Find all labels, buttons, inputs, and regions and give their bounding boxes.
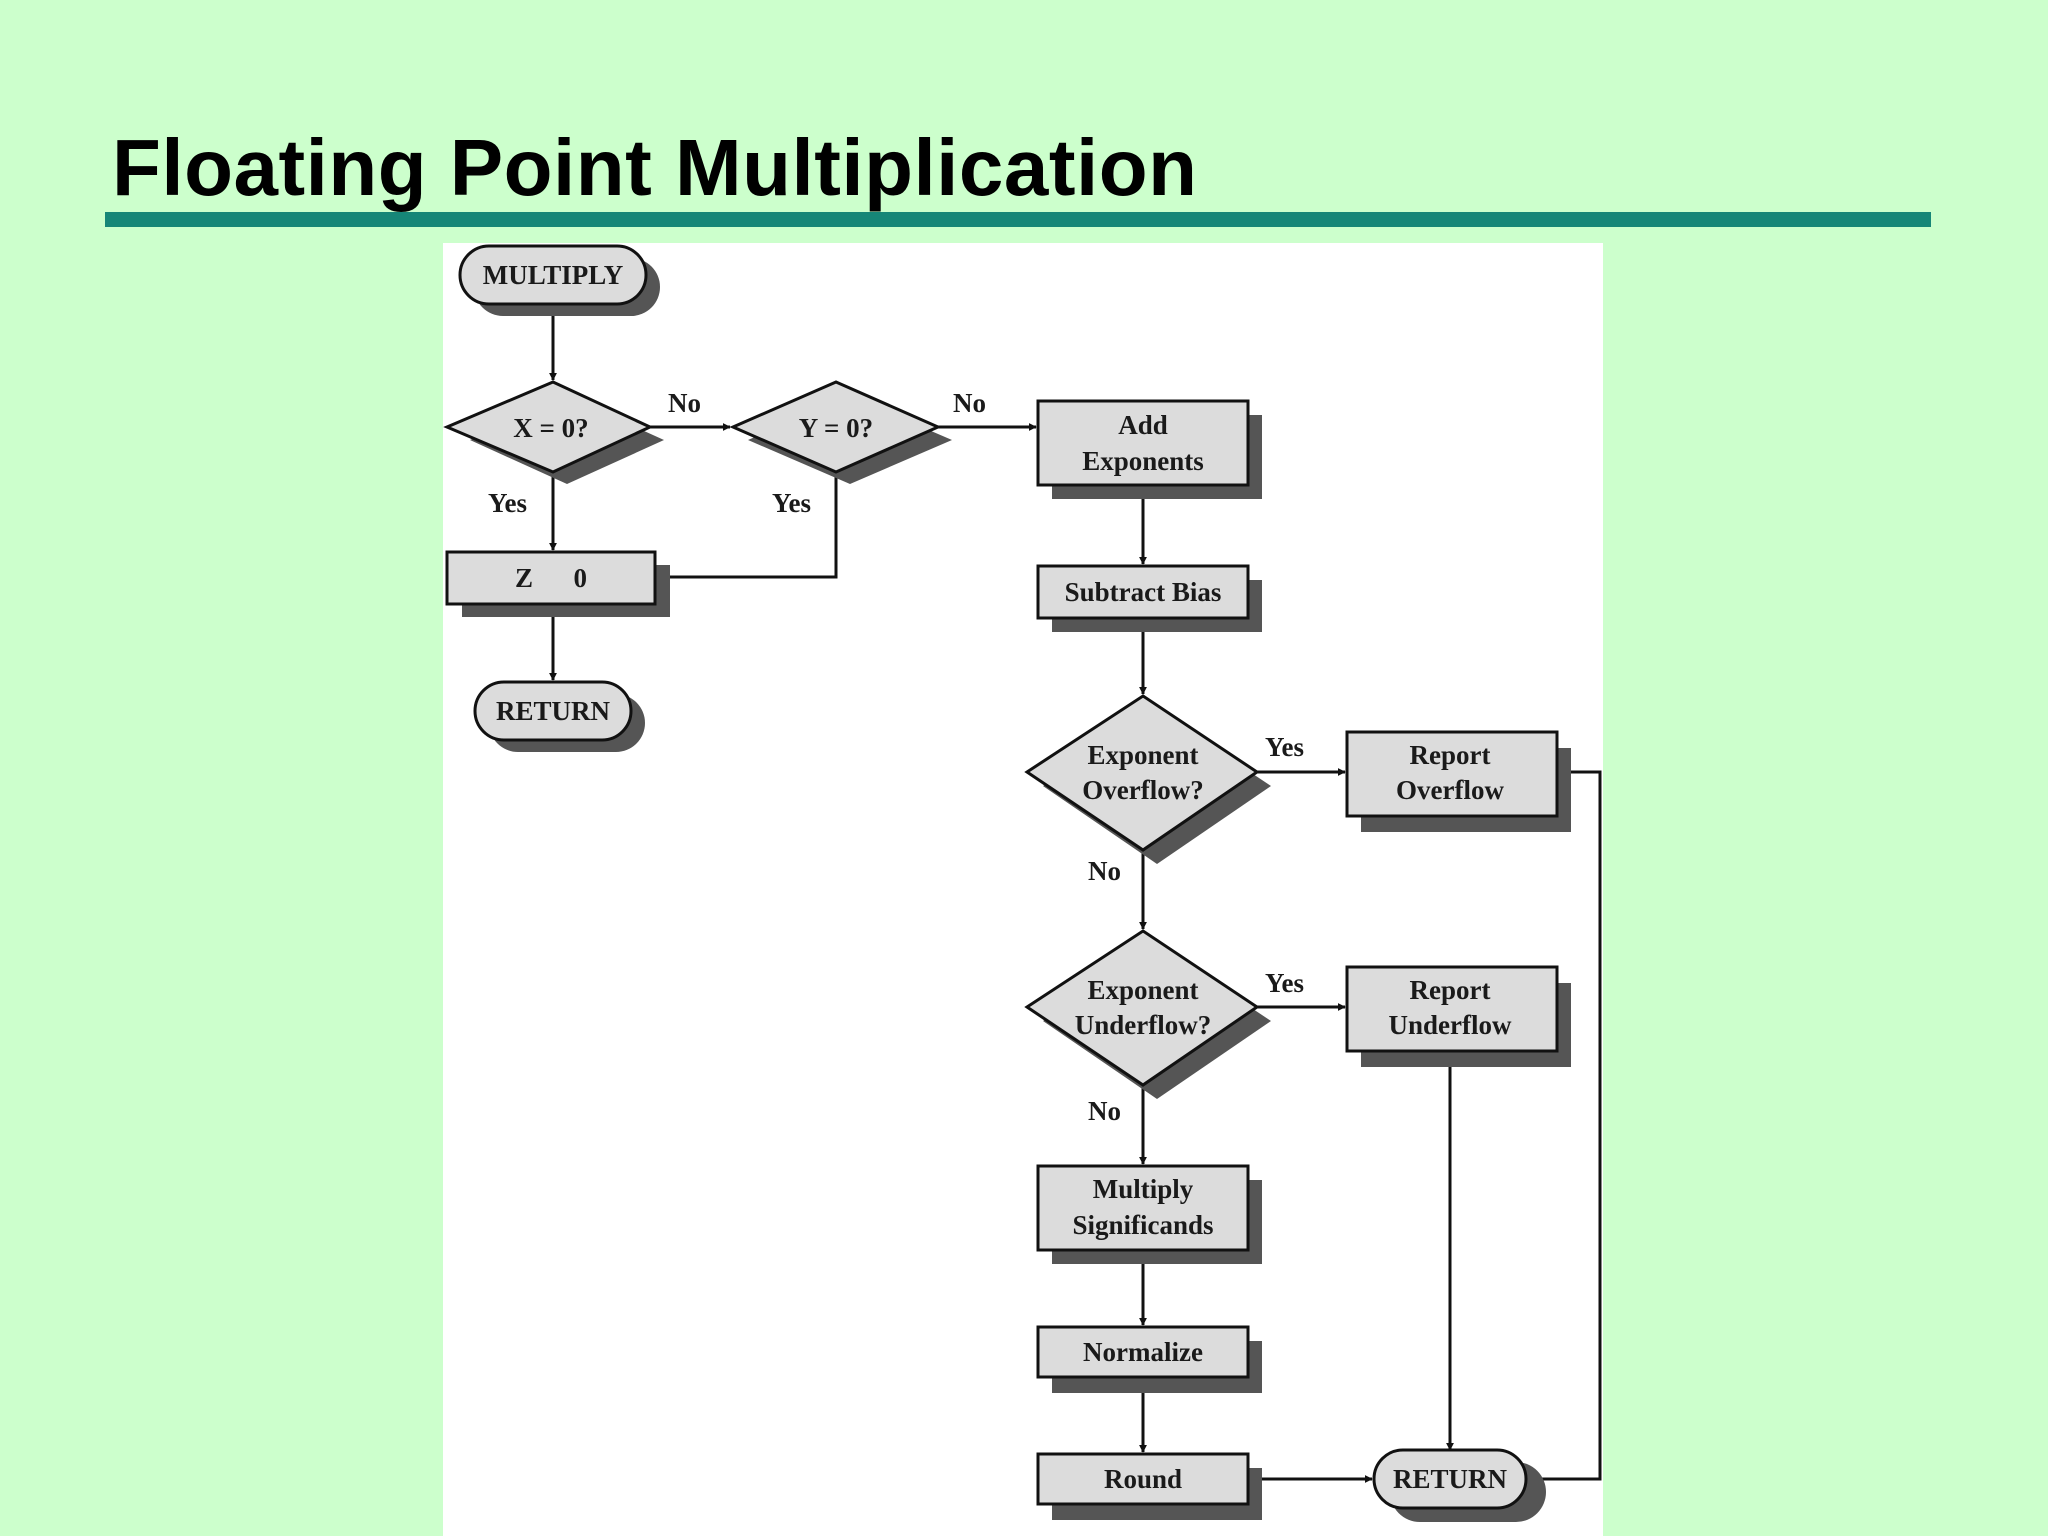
x-zero-label: X = 0?	[513, 413, 588, 443]
overflow-no-label: No	[1088, 856, 1121, 886]
start-label: MULTIPLY	[483, 260, 624, 290]
assign-zero-label: Z 0	[515, 563, 587, 593]
add-exponents-line-2: Exponents	[1082, 446, 1204, 476]
underflow-line-2: Underflow?	[1075, 1010, 1212, 1040]
arrow-y-yes-to-z	[655, 474, 838, 581]
assign-zero-box: Z 0	[445, 550, 670, 617]
subtract-bias-label: Subtract Bias	[1065, 577, 1222, 607]
normalize-box: Normalize	[1036, 1325, 1262, 1393]
report-underflow-line-2: Underflow	[1389, 1010, 1512, 1040]
return-left-label: RETURN	[496, 696, 611, 726]
overflow-decision: Exponent Overflow?	[1024, 694, 1271, 864]
report-overflow-line-1: Report	[1410, 740, 1491, 770]
normalize-label: Normalize	[1083, 1337, 1203, 1367]
y-no-label: No	[953, 388, 986, 418]
return-left-terminal: RETURN	[473, 680, 645, 752]
title-underline	[105, 212, 1931, 227]
underflow-decision: Exponent Underflow?	[1024, 929, 1271, 1099]
overflow-line-1: Exponent	[1087, 740, 1198, 770]
y-zero-decision: Y = 0?	[729, 380, 952, 484]
slide-title: Floating Point Multiplication	[112, 123, 1198, 212]
multiply-significands-line-1: Multiply	[1093, 1174, 1194, 1204]
multiply-significands-box: Multiply Significands	[1036, 1164, 1262, 1264]
x-no-label: No	[668, 388, 701, 418]
subtract-bias-box: Subtract Bias	[1036, 564, 1262, 632]
underflow-no-label: No	[1088, 1096, 1121, 1126]
underflow-yes-label: Yes	[1265, 968, 1304, 998]
report-underflow-line-1: Report	[1410, 975, 1491, 1005]
add-exponents-box: Add Exponents	[1036, 399, 1262, 499]
round-box: Round	[1036, 1452, 1262, 1520]
return-right-label: RETURN	[1393, 1464, 1508, 1494]
add-exponents-line-1: Add	[1118, 410, 1168, 440]
report-underflow-box: Report Underflow	[1345, 965, 1571, 1067]
x-yes-label: Yes	[488, 488, 527, 518]
overflow-yes-label: Yes	[1265, 732, 1304, 762]
arrow-overflow-to-return	[1527, 770, 1602, 1483]
round-label: Round	[1104, 1464, 1182, 1494]
overflow-line-2: Overflow?	[1082, 775, 1203, 805]
report-overflow-box: Report Overflow	[1345, 730, 1571, 832]
x-zero-decision: X = 0?	[443, 380, 664, 484]
diagram-panel	[443, 243, 1603, 1536]
y-yes-label: Yes	[772, 488, 811, 518]
return-right-terminal: RETURN	[1372, 1448, 1546, 1522]
report-overflow-line-2: Overflow	[1396, 775, 1504, 805]
start-terminal: MULTIPLY	[458, 244, 660, 316]
underflow-line-1: Exponent	[1087, 975, 1198, 1005]
multiply-significands-line-2: Significands	[1072, 1210, 1213, 1240]
y-zero-label: Y = 0?	[799, 413, 873, 443]
